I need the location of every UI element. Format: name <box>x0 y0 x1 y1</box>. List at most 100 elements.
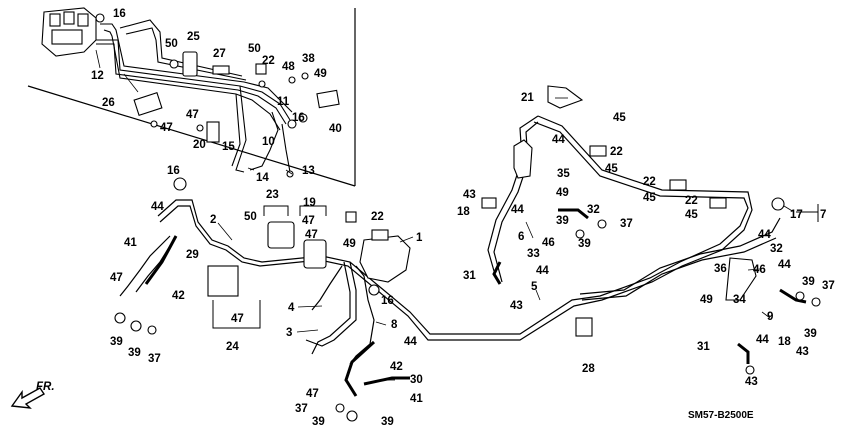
callout-37-d: 37 <box>822 280 835 292</box>
callout-42-b: 42 <box>390 361 403 373</box>
callout-44-e: 44 <box>536 265 549 277</box>
callout-39-c: 39 <box>312 416 325 428</box>
callout-35: 35 <box>557 168 570 180</box>
callout-19: 19 <box>303 197 316 209</box>
callout-41-b: 41 <box>410 393 423 405</box>
callout-22-b: 22 <box>610 146 623 158</box>
callout-39-f: 39 <box>578 238 591 250</box>
callout-20: 20 <box>193 139 206 151</box>
callout-48: 48 <box>282 61 295 73</box>
callout-7: 7 <box>820 209 826 221</box>
callout-40: 40 <box>329 123 342 135</box>
leader-lines <box>95 49 795 381</box>
callout-24: 24 <box>226 341 239 353</box>
callout-32-a: 32 <box>587 204 600 216</box>
callout-38: 38 <box>302 53 315 65</box>
callout-2: 2 <box>210 214 216 226</box>
callout-17: 17 <box>790 209 803 221</box>
callout-39-d: 39 <box>381 416 394 428</box>
callout-44-b: 44 <box>404 336 417 348</box>
callout-3: 3 <box>286 327 292 339</box>
callout-22-a: 22 <box>262 55 275 67</box>
callout-47-d: 47 <box>110 272 123 284</box>
callout-43-c: 43 <box>796 346 809 358</box>
callout-12: 12 <box>91 70 104 82</box>
callout-47-f: 47 <box>306 388 319 400</box>
callout-39-a: 39 <box>110 336 123 348</box>
callout-47-c: 47 <box>302 215 315 227</box>
callout-43-d: 43 <box>745 376 758 388</box>
callout-44-d: 44 <box>511 204 524 216</box>
modulator-unit-illustration <box>41 7 105 57</box>
callout-37-b: 37 <box>295 403 308 415</box>
callout-21: 21 <box>521 92 534 104</box>
callout-39-b: 39 <box>128 347 141 359</box>
callout-16-d: 16 <box>381 295 394 307</box>
main-components <box>114 85 821 422</box>
callout-44-h: 44 <box>756 334 769 346</box>
callout-numbers: 1 2 3 4 5 6 7 8 9 10 11 12 13 14 15 16 1… <box>91 8 835 428</box>
callout-36: 36 <box>714 263 727 275</box>
main-pipe-runs <box>119 115 781 365</box>
callout-29: 29 <box>186 249 199 261</box>
callout-46-b: 46 <box>753 264 766 276</box>
callout-39-g: 39 <box>802 276 815 288</box>
callout-47-e: 47 <box>231 313 244 325</box>
callout-49-b: 49 <box>343 238 356 250</box>
callout-1: 1 <box>416 232 423 244</box>
callout-9: 9 <box>767 311 773 323</box>
callout-33: 33 <box>527 248 540 260</box>
callout-44-f: 44 <box>758 229 771 241</box>
callout-47-g: 47 <box>305 229 318 241</box>
callout-14: 14 <box>256 172 269 184</box>
callout-5: 5 <box>531 281 538 293</box>
callout-10: 10 <box>262 136 275 148</box>
inset-pipe-bundle <box>96 19 293 173</box>
callout-23: 23 <box>266 189 279 201</box>
callout-6: 6 <box>518 231 524 243</box>
callout-22-c: 22 <box>643 176 656 188</box>
callout-26: 26 <box>102 97 115 109</box>
callout-41-a: 41 <box>124 237 137 249</box>
callout-8: 8 <box>391 319 398 331</box>
callout-34: 34 <box>733 294 746 306</box>
callout-50-a: 50 <box>165 38 178 50</box>
callout-32-b: 32 <box>770 243 783 255</box>
callout-16-b: 16 <box>292 112 305 124</box>
callout-44-c: 44 <box>552 134 565 146</box>
callout-4: 4 <box>288 302 295 314</box>
callout-47-b: 47 <box>186 109 199 121</box>
callout-43-a: 43 <box>463 189 476 201</box>
front-label: FR. <box>36 381 55 393</box>
inset-clips <box>133 51 340 178</box>
front-arrow-icon <box>10 387 46 409</box>
callout-49-c: 49 <box>556 187 569 199</box>
flex-hoses <box>144 208 807 397</box>
callout-18-b: 18 <box>778 336 791 348</box>
callout-31-a: 31 <box>463 270 476 282</box>
callout-22-d: 22 <box>685 195 698 207</box>
callout-13: 13 <box>302 165 315 177</box>
callout-44-a: 44 <box>151 201 164 213</box>
callout-16-a: 16 <box>113 8 126 20</box>
callout-45-b: 45 <box>605 163 618 175</box>
inset-frame <box>27 8 356 187</box>
callout-25: 25 <box>187 31 200 43</box>
callout-49-a: 49 <box>314 68 327 80</box>
callout-45-d: 45 <box>685 209 698 221</box>
callout-50-c: 50 <box>244 211 257 223</box>
callout-45-a: 45 <box>613 112 626 124</box>
callout-28: 28 <box>582 363 595 375</box>
callout-22-e: 22 <box>371 211 384 223</box>
callout-45-c: 45 <box>643 192 656 204</box>
callout-49-d: 49 <box>700 294 713 306</box>
callout-39-e: 39 <box>556 215 569 227</box>
callout-15: 15 <box>222 141 235 153</box>
callout-37-a: 37 <box>148 353 161 365</box>
callout-31-b: 31 <box>697 341 710 353</box>
callout-39-h: 39 <box>804 328 817 340</box>
callout-37-c: 37 <box>620 218 633 230</box>
callout-44-g: 44 <box>778 259 791 271</box>
diagram-code: SM57-B2500E <box>688 410 754 421</box>
